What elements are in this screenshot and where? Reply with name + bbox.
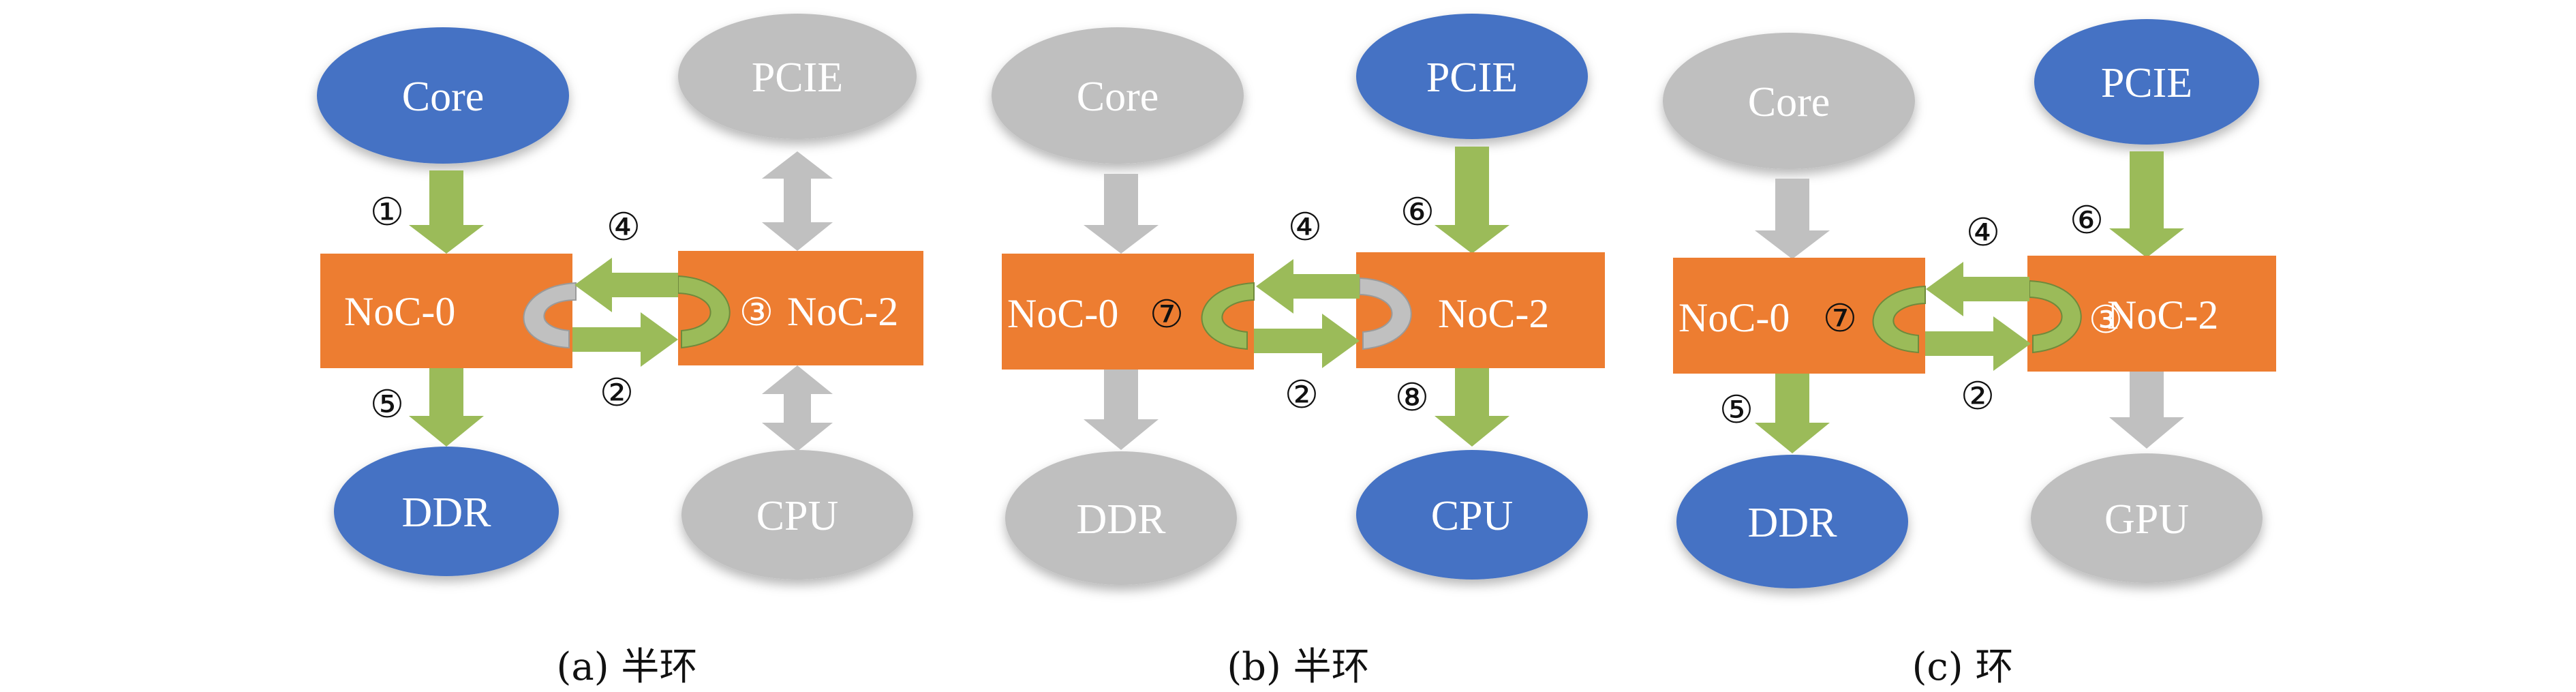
arrow-core-to-noc0 [409, 170, 484, 254]
core-node [1663, 33, 1915, 169]
ddr-node [1676, 455, 1908, 588]
arrow-noc0-to-noc2 [1925, 316, 2031, 371]
step-2: ② [600, 371, 634, 415]
arrow-pcie-to-noc2 [1435, 147, 1509, 254]
uturn-noc0 [1872, 285, 1926, 354]
arrow-core-to-noc0 [1084, 174, 1159, 254]
gpu-node [2031, 453, 2263, 583]
arrow-noc0-to-ddr [409, 368, 484, 447]
arrow-noc2-cpu [762, 365, 833, 451]
arrow-noc0-to-ddr [1755, 374, 1830, 453]
arrow-core-to-noc0 [1755, 179, 1830, 259]
core-label: Core [1748, 79, 1830, 125]
step-1: ① [370, 190, 404, 235]
noc0-label: NoC-0 [1678, 295, 1790, 340]
step-7: ⑦ [1150, 292, 1184, 337]
arrow-pcie-to-noc2 [2109, 151, 2184, 258]
ddr-label: DDR [1077, 496, 1167, 543]
arrow-noc2-to-noc0 [574, 258, 678, 312]
uturn-noc2 [1359, 277, 1412, 350]
ddr-label: DDR [402, 490, 492, 536]
cpu-node [681, 450, 913, 580]
core-label: Core [1077, 74, 1159, 120]
step-6: ⑥ [1400, 190, 1435, 235]
arrow-noc2-to-gpu [2109, 372, 2184, 449]
panel-a: Core PCIE DDR CPU NoC-0 NoC-2 ① ④ ③ ② ⑤ … [317, 14, 923, 689]
arrow-noc0-to-noc2 [572, 312, 678, 367]
step-4: ④ [1966, 211, 2000, 255]
core-node [317, 27, 569, 164]
noc0-label: NoC-0 [1007, 291, 1118, 336]
caption-c: (c) 环 [1912, 645, 2014, 689]
ddr-node [334, 447, 559, 576]
pcie-label: PCIE [752, 55, 843, 101]
step-3: ③ [2089, 298, 2123, 342]
uturn-noc0 [1201, 282, 1255, 350]
pcie-label: PCIE [1426, 55, 1518, 101]
arrow-noc0-to-ddr [1084, 370, 1159, 450]
cpu-label: CPU [756, 493, 839, 539]
noc2-label: NoC-2 [2107, 292, 2218, 337]
arrow-noc2-to-cpu [1435, 368, 1509, 447]
uturn-noc2 [677, 275, 731, 349]
core-label: Core [402, 74, 485, 120]
panel-b: Core PCIE DDR CPU NoC-0 NoC-2 ④ ⑥ ⑦ ② ⑧ … [992, 14, 1605, 689]
uturn-noc2 [2029, 280, 2082, 354]
step-4: ④ [607, 205, 641, 250]
noc2-label: NoC-2 [1438, 291, 1549, 336]
panel-c: Core PCIE DDR GPU NoC-0 NoC-2 ④ ⑥ ⑦ ③ ⑤ … [1663, 19, 2276, 689]
noc2-label: NoC-2 [787, 289, 898, 334]
caption-b: (b) 半环 [1227, 645, 1369, 689]
pcie-label: PCIE [2101, 60, 2192, 106]
pcie-node [1356, 14, 1588, 139]
step-3: ③ [739, 290, 773, 335]
arrow-noc2-to-noc0 [1926, 262, 2029, 316]
arrow-noc0-to-noc2 [1254, 314, 1360, 368]
step-2: ② [1285, 373, 1319, 417]
step-5: ⑤ [1719, 388, 1753, 432]
step-2: ② [1961, 374, 1995, 419]
arrow-pcie-noc2 [762, 151, 833, 251]
pcie-node [678, 14, 917, 139]
ddr-node [1005, 451, 1237, 585]
noc0-label: NoC-0 [344, 289, 455, 334]
pcie-node [2034, 19, 2259, 145]
caption-a: (a) 半环 [557, 645, 698, 689]
step-7: ⑦ [1823, 297, 1857, 341]
cpu-label: CPU [1431, 493, 1514, 539]
step-5: ⑤ [370, 382, 404, 427]
arrow-noc2-to-noc0 [1256, 259, 1360, 314]
ddr-label: DDR [1748, 500, 1838, 546]
step-4: ④ [1288, 205, 1322, 250]
gpu-label: GPU [2104, 496, 2189, 543]
step-6: ⑥ [2070, 198, 2104, 243]
step-8: ⑧ [1395, 376, 1429, 420]
uturn-noc0 [523, 282, 577, 349]
core-node [992, 27, 1244, 164]
cpu-node [1356, 450, 1588, 580]
